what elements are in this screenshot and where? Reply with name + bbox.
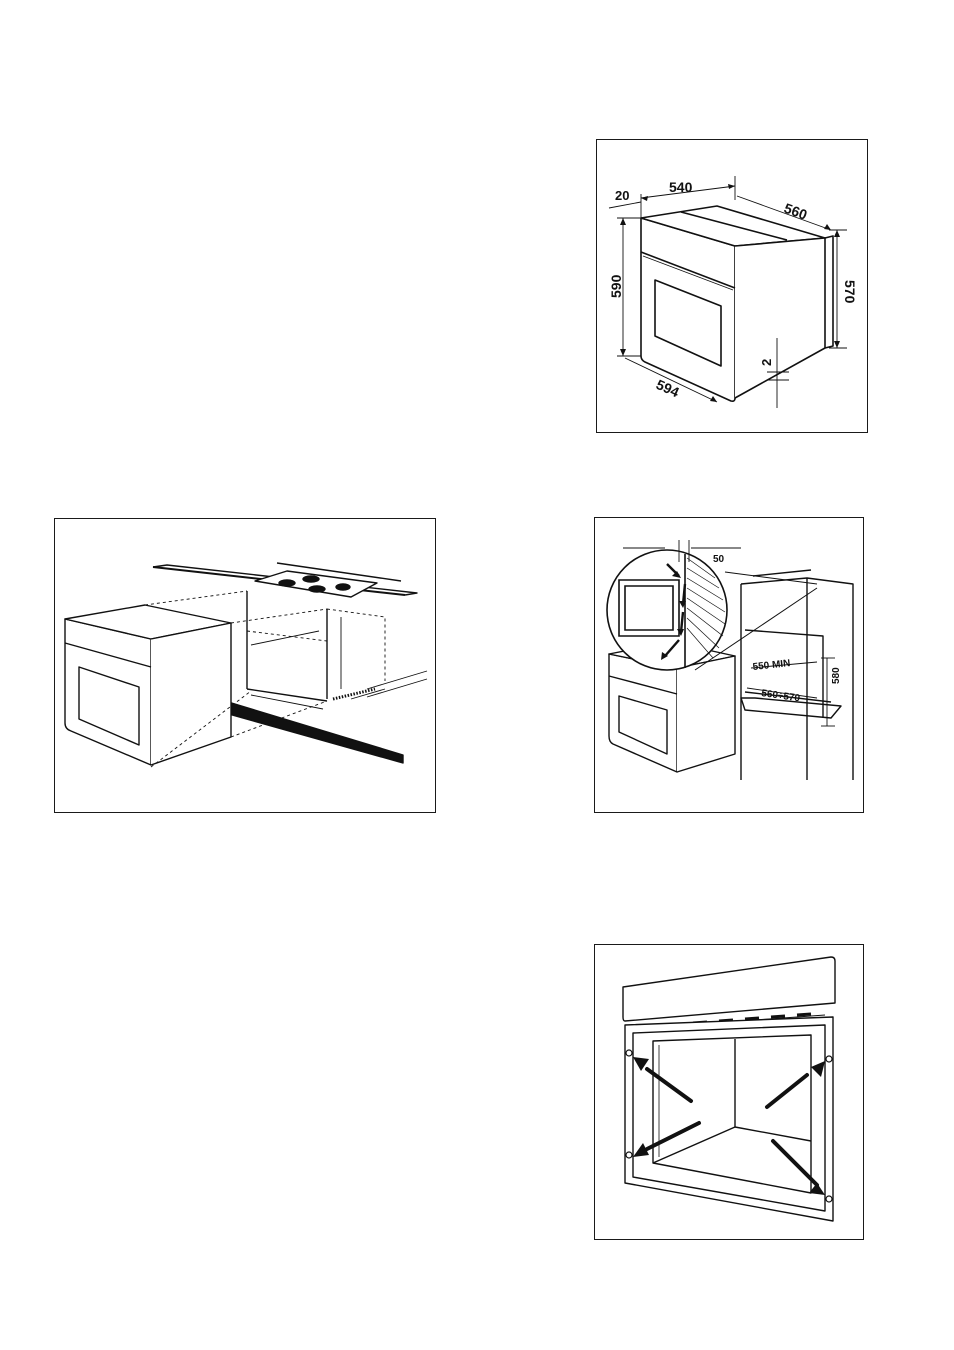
dim-50-label: 50 [713, 554, 725, 565]
oven-dimensions-drawing: 20 540 560 590 570 2 594 [597, 140, 869, 434]
oven-installation-figure [54, 518, 436, 813]
dim-540-label: 540 [669, 179, 693, 195]
dim-20-label: 20 [615, 188, 629, 203]
oven-installation-drawing [55, 519, 437, 814]
oven-dimensions-figure: 20 540 560 590 570 2 594 [596, 139, 868, 433]
dim-2-label: 2 [759, 359, 774, 366]
dim-590-label: 590 [608, 274, 624, 298]
dim-580-label: 580 [831, 667, 842, 684]
dim-570-label: 570 [842, 280, 858, 304]
cabinet-clearance-drawing: 50 550 MIN 560÷570 580 [595, 518, 865, 814]
dim-560-label: 560 [782, 200, 810, 223]
cabinet-clearance-figure: 50 550 MIN 560÷570 580 [594, 517, 864, 813]
dim-560-570-label: 560÷570 [761, 688, 801, 704]
oven-fixing-points-figure [594, 944, 864, 1240]
oven-fixing-points-drawing [595, 945, 865, 1241]
dim-550-min-label: 550 MIN [752, 658, 791, 673]
dim-594-label: 594 [654, 376, 682, 400]
